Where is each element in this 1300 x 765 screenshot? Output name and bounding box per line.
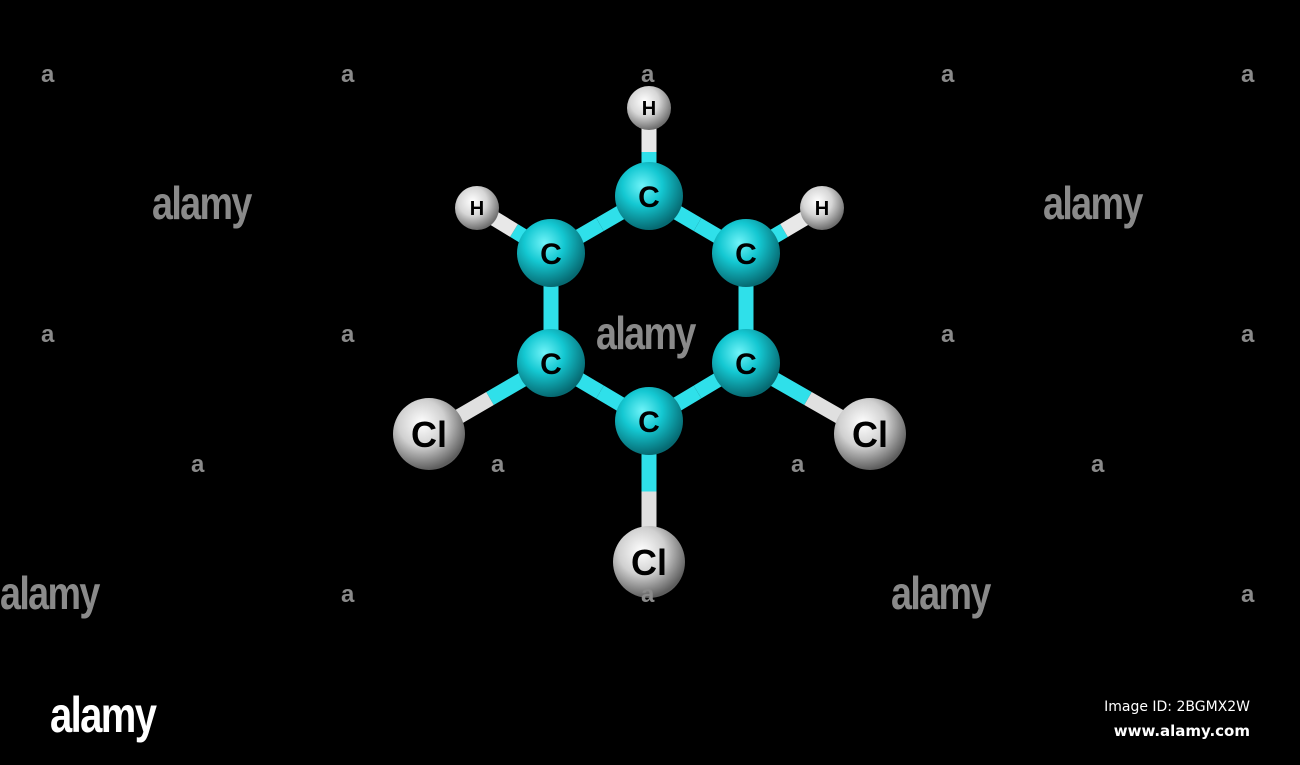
chlorine-sphere [393,398,465,470]
atom-label: Cl [852,414,888,455]
watermark-text: alamy [0,567,100,619]
hydrogen-atom: H [455,186,499,230]
atom-label: C [540,348,562,381]
watermark-text: alamy [891,567,991,619]
watermark-mark: a [1241,581,1255,608]
atom-label: Cl [631,542,667,583]
watermark-mark: a [341,321,355,348]
carbon-sphere [615,387,683,455]
watermark-mark: a [791,451,805,478]
atom-label: C [540,238,562,271]
watermark-mark: a [941,61,955,88]
atom-label: C [735,238,757,271]
watermark-mark: a [941,321,955,348]
carbon-sphere [517,219,585,287]
atom-label: C [735,348,757,381]
watermark-mark: a [341,581,355,608]
watermark-text: alamy [596,307,696,359]
alamy-logo[interactable]: alamy [50,687,157,743]
hydrogen-atom: H [627,86,671,130]
carbon-atom: C [712,329,780,397]
watermark-mark: a [1241,321,1255,348]
atom-label: C [638,181,660,214]
watermark-mark: a [341,61,355,88]
chlorine-atom: Cl [613,526,685,598]
watermark-mark: a [1091,451,1105,478]
carbon-sphere [517,329,585,397]
carbon-atom: C [615,387,683,455]
chlorine-sphere [834,398,906,470]
site-url-link[interactable]: www.alamy.com [1113,722,1250,740]
hydrogen-sphere [800,186,844,230]
carbon-atom: C [517,219,585,287]
atom-label: H [642,98,656,120]
carbon-sphere [615,162,683,230]
carbon-atom: C [517,329,585,397]
atom-label: C [638,406,660,439]
hydrogen-atom: H [800,186,844,230]
atom-label: H [470,198,484,220]
atom-label: H [815,198,829,220]
carbon-atom: C [712,219,780,287]
carbon-sphere [712,219,780,287]
image-id-label: Image ID: 2BGMX2W [1104,699,1250,715]
watermark-mark: a [1241,61,1255,88]
atom-label: Cl [411,414,447,455]
hydrogen-sphere [627,86,671,130]
watermark-mark: a [191,451,205,478]
watermark-mark: a [641,61,655,88]
hydrogen-sphere [455,186,499,230]
watermark-text: alamy [1043,177,1143,229]
watermark-mark: a [41,61,55,88]
watermark-text: alamy [152,177,252,229]
watermark-mark: a [41,321,55,348]
watermark-mark: a [641,581,655,608]
chlorine-sphere [613,526,685,598]
chlorine-atom: Cl [393,398,465,470]
chlorine-atom: Cl [834,398,906,470]
watermark-mark: a [491,451,505,478]
carbon-sphere [712,329,780,397]
carbon-atom: C [615,162,683,230]
